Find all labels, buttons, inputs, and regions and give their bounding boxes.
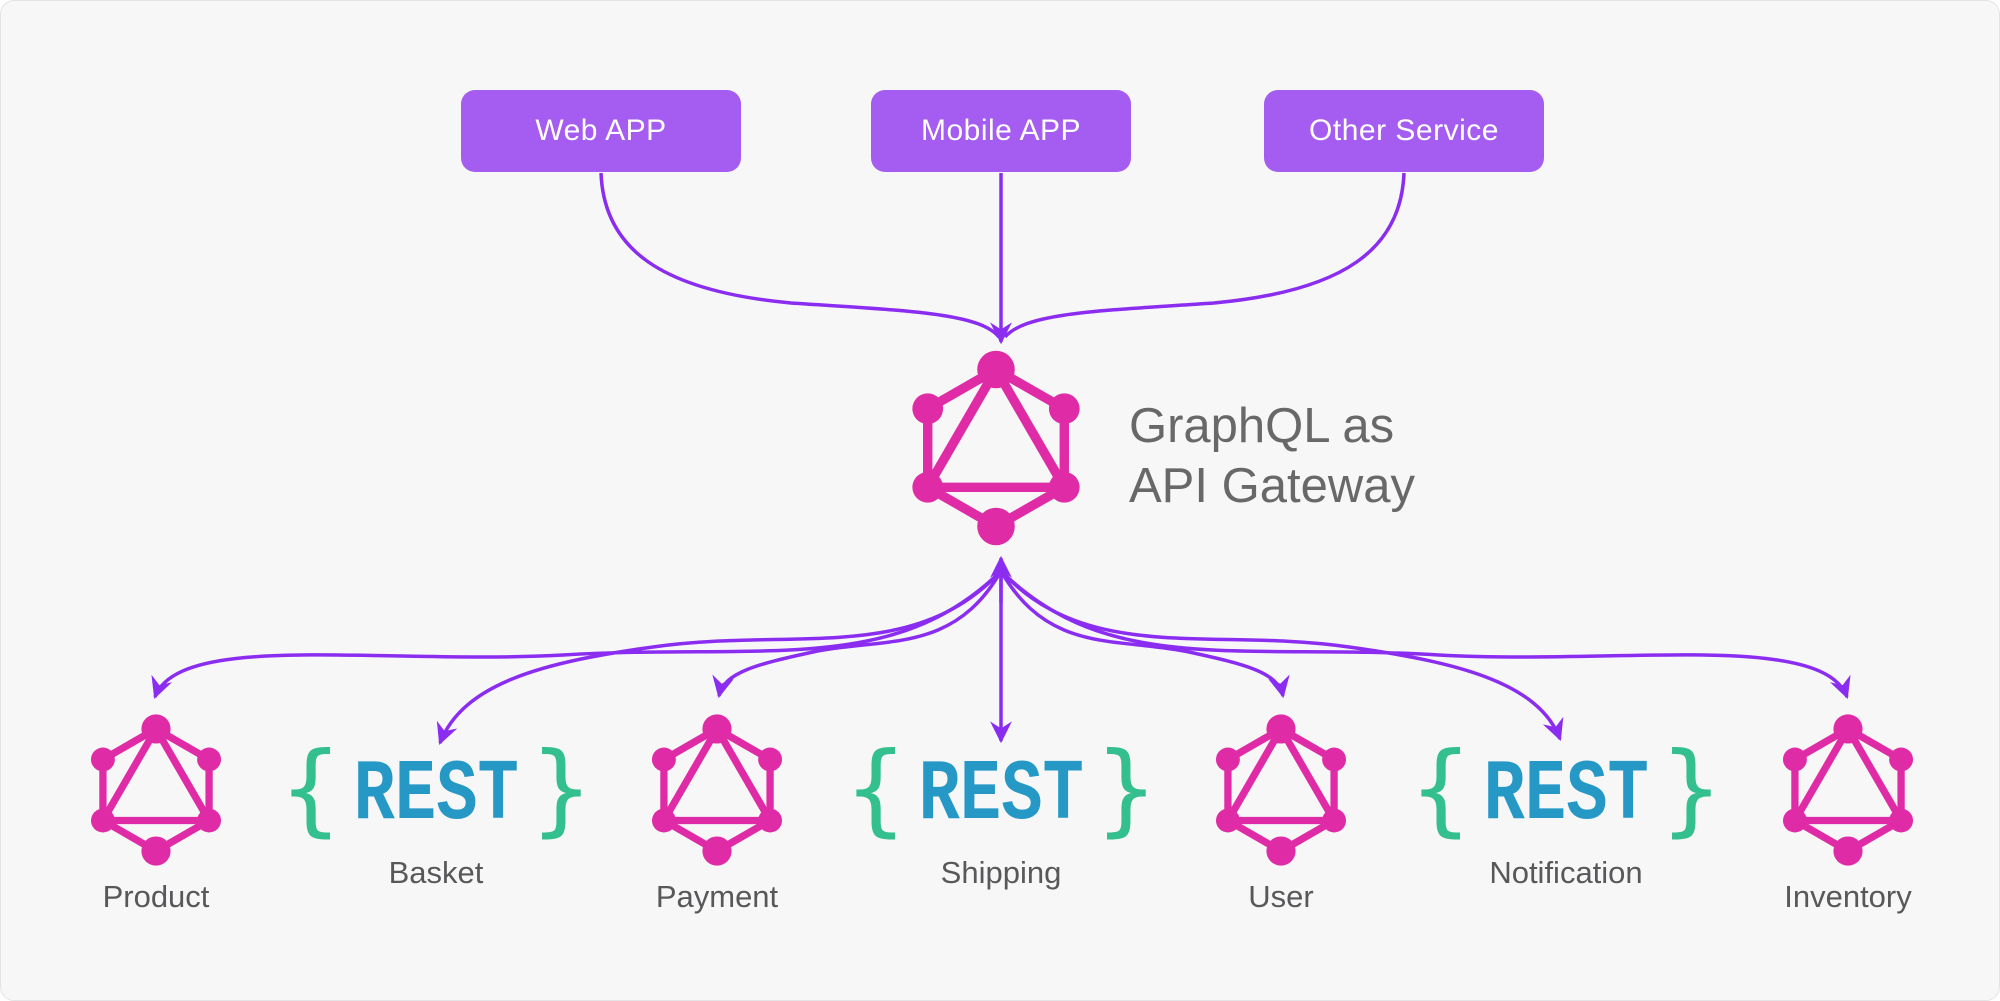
rest-logo-text: REST (918, 746, 1084, 844)
arrow-gateway-to-payment (712, 570, 1003, 699)
open-brace: { (280, 730, 341, 847)
arrow-gateway-to-inventory (999, 569, 1851, 700)
graphql-logo-icon (1212, 713, 1350, 867)
service-label: Payment (655, 879, 779, 914)
open-brace: { (1410, 730, 1471, 847)
service-label: Inventory (1784, 879, 1912, 914)
service-inventory: Inventory (1698, 713, 1998, 915)
arrow-gateway-to-user (999, 570, 1290, 699)
close-brace: } (1661, 730, 1722, 847)
graphql-logo-icon (1779, 713, 1917, 867)
close-brace: } (531, 730, 592, 847)
client-box-mobile-app: Mobile APP (871, 90, 1131, 172)
graphql-logo-icon (648, 713, 786, 867)
client-box-other-service: Other Service (1264, 90, 1544, 172)
service-user: User (1131, 713, 1431, 915)
service-label: Basket (388, 855, 484, 890)
close-brace: } (1096, 730, 1157, 847)
rest-braces-icon: { REST } (846, 739, 1157, 847)
service-shipping: { REST } Shipping (846, 739, 1157, 891)
service-label: Product (102, 879, 210, 914)
gateway-title-line1: GraphQL as (1129, 399, 1395, 453)
service-payment: Payment (567, 713, 867, 915)
service-label: User (1248, 879, 1314, 914)
service-label: Notification (1489, 855, 1643, 890)
rest-braces-icon: { REST } (1411, 739, 1722, 847)
client-box-web-app: Web APP (461, 90, 741, 172)
client-label: Other Service (1309, 114, 1499, 147)
service-product: Product (6, 713, 306, 915)
arrow-gateway-to-basket (436, 569, 1003, 746)
service-notification: { REST } Notification (1411, 739, 1722, 891)
rest-logo-text: REST (353, 746, 519, 844)
graphql-gateway-logo-icon (907, 349, 1085, 547)
client-label: Mobile APP (920, 114, 1082, 147)
open-brace: { (845, 730, 906, 847)
arrow-other-service-to-gateway (1003, 172, 1406, 339)
graphql-logo-icon (87, 713, 225, 867)
rest-braces-icon: { REST } (281, 739, 592, 847)
service-basket: { REST } Basket (281, 739, 592, 891)
rest-logo-text: REST (1483, 746, 1649, 844)
gateway-title: GraphQL as API Gateway (1129, 396, 1415, 516)
arrow-web-app-to-gateway (599, 172, 1001, 339)
client-label: Web APP (535, 114, 667, 147)
service-label: Shipping (940, 855, 1062, 890)
arrow-gateway-to-product (151, 569, 1003, 700)
arrow-gateway-to-notification (999, 569, 1564, 742)
gateway-title-line2: API Gateway (1129, 459, 1415, 513)
